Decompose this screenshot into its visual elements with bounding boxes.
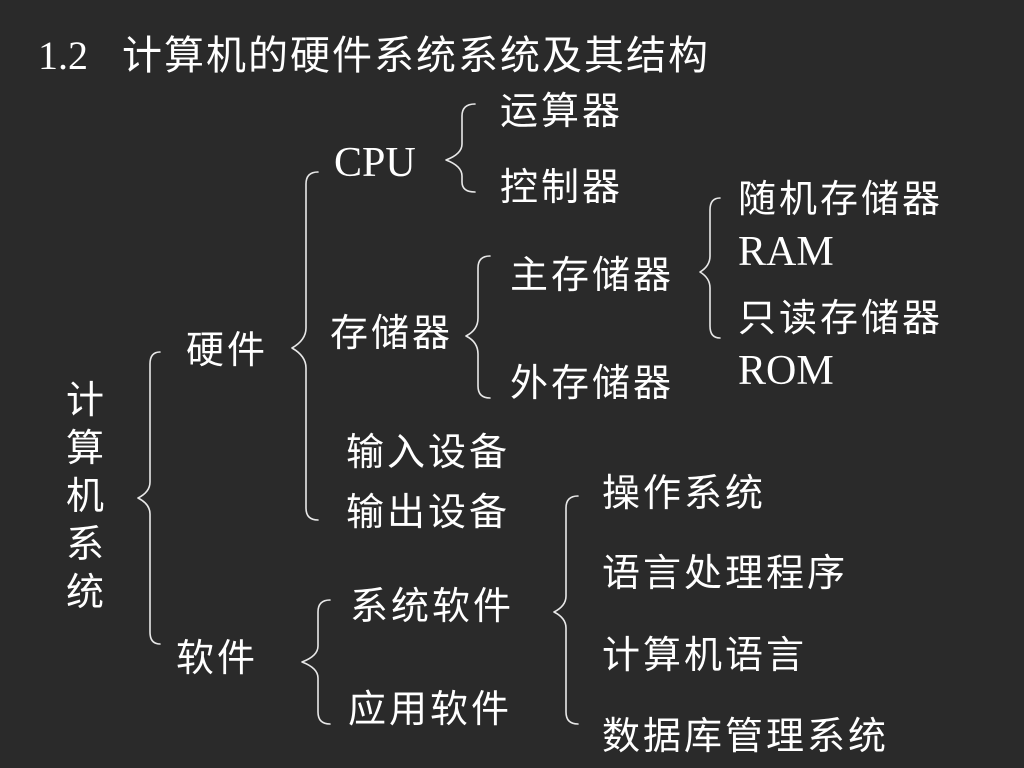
slide-title: 1.2 计算机的硬件系统系统及其结构 bbox=[38, 33, 710, 79]
software-label: 软件 bbox=[176, 636, 259, 680]
control-unit-label: 控制器 bbox=[500, 165, 624, 209]
application-software-label: 应用软件 bbox=[348, 687, 513, 731]
main-memory-brace bbox=[699, 197, 721, 339]
external-memory-label: 外存储器 bbox=[510, 361, 675, 405]
input-device-label: 输入设备 bbox=[346, 430, 511, 474]
cpu-label: CPU bbox=[334, 140, 416, 186]
storage-brace bbox=[465, 255, 491, 399]
hardware-brace bbox=[291, 171, 319, 521]
cpu-brace bbox=[445, 103, 476, 193]
output-device-label: 输出设备 bbox=[346, 490, 511, 534]
rom-label: 只读存储器 bbox=[738, 296, 944, 340]
system-software-brace bbox=[553, 495, 579, 725]
root-label: 计算机系统 bbox=[66, 378, 108, 614]
root-brace bbox=[137, 351, 161, 645]
ram-label: 随机存储器 bbox=[738, 177, 944, 221]
ram-abbr: RAM bbox=[738, 229, 834, 275]
alu-label: 运算器 bbox=[500, 89, 624, 133]
dbms-label: 数据库管理系统 bbox=[602, 714, 890, 758]
language-processor-label: 语言处理程序 bbox=[602, 551, 849, 595]
os-label: 操作系统 bbox=[602, 471, 767, 515]
rom-abbr: ROM bbox=[738, 348, 834, 394]
software-brace bbox=[301, 599, 331, 725]
system-software-label: 系统软件 bbox=[350, 584, 515, 628]
storage-label: 存储器 bbox=[330, 311, 454, 355]
hardware-label: 硬件 bbox=[186, 328, 269, 372]
title-text: 计算机的硬件系统系统及其结构 bbox=[122, 33, 710, 79]
section-number: 1.2 bbox=[38, 33, 88, 78]
computer-language-label: 计算机语言 bbox=[602, 633, 808, 677]
main-memory-label: 主存储器 bbox=[510, 253, 675, 297]
